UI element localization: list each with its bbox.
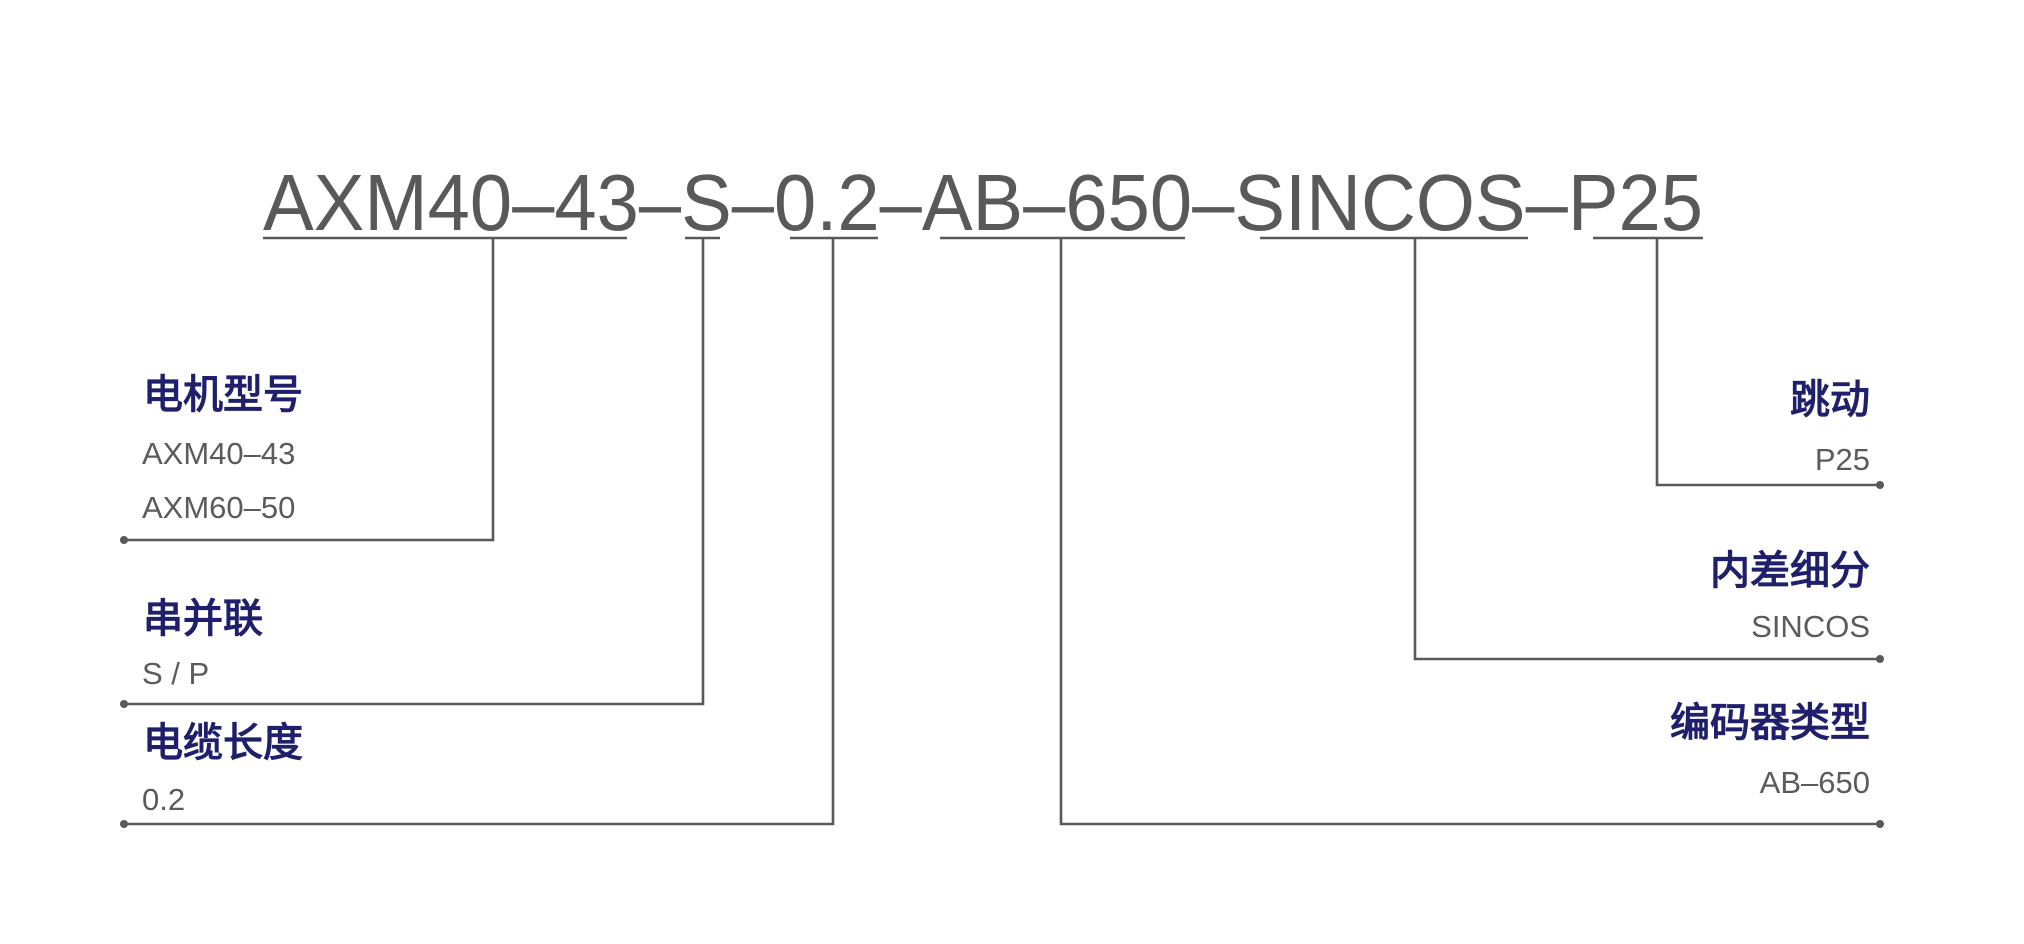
label-value-motor-model-2: AXM60–50 (142, 490, 295, 525)
label-title-encoder-type: 编码器类型 (1670, 700, 1870, 746)
label-title-runout: 跳动 (1790, 377, 1870, 423)
label-title-motor-model: 电机型号 (143, 372, 303, 418)
label-title-interpolation: 内差细分 (1710, 548, 1870, 594)
connector-interpolation (1413, 238, 1880, 661)
label-value-interpolation: SINCOS (1751, 609, 1870, 644)
model-code: AXM40–43–S–0.2–AB–650–SINCOS–P25 (263, 158, 1703, 247)
connector-dot (1876, 820, 1884, 828)
connector-dot (1876, 655, 1884, 663)
connector-motor-model (124, 238, 495, 542)
label-title-cable-length: 电缆长度 (143, 720, 303, 766)
label-value-cable-length: 0.2 (142, 782, 185, 817)
label-value-series-parallel: S / P (142, 656, 209, 691)
label-value-runout: P25 (1815, 442, 1870, 477)
label-title-series-parallel: 串并联 (143, 596, 263, 642)
connector-dot (120, 700, 128, 708)
connector-dot (1876, 481, 1884, 489)
connector-dot (120, 536, 128, 544)
connector-series-parallel (124, 238, 705, 706)
connector-runout (1655, 238, 1880, 487)
label-value-motor-model-1: AXM40–43 (142, 436, 295, 471)
connector-dot (120, 820, 128, 828)
label-value-encoder-type: AB–650 (1760, 765, 1870, 800)
connector-encoder-type (1059, 238, 1880, 826)
connector-cable-length (124, 238, 835, 826)
